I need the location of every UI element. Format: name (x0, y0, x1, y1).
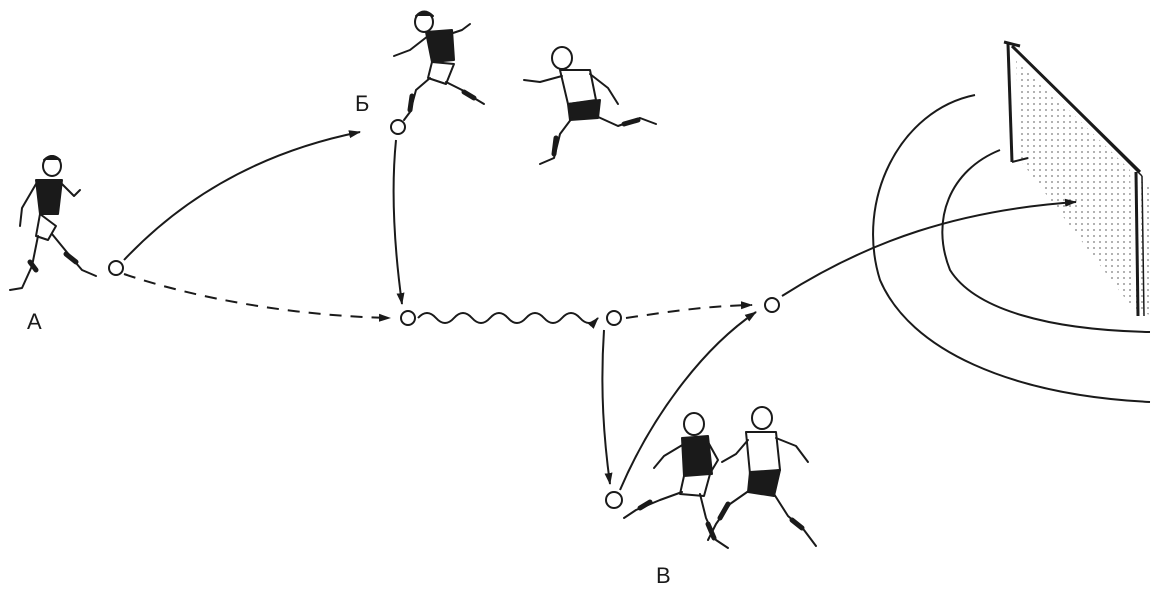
shot-on-goal (781, 198, 1077, 297)
ball-markers (108, 119, 780, 509)
ball-marker-dribble-end (606, 310, 622, 326)
player-b-icon (393, 10, 485, 121)
goal-area-arc (941, 149, 1151, 333)
label-v: В (656, 563, 671, 588)
defender-lower-icon (707, 406, 817, 547)
pass-paths (123, 130, 1077, 491)
goal-far-post (1134, 171, 1140, 317)
ball-marker-a (108, 260, 124, 276)
ball-marker-b (390, 119, 406, 135)
ball-marker-right (764, 297, 780, 313)
defender-upper-icon (523, 46, 657, 165)
pass-v-up (619, 311, 757, 491)
dashed-pass-mid (625, 301, 753, 319)
label-b: Б (355, 91, 370, 116)
goal-net (1016, 58, 1134, 310)
goal (1003, 40, 1152, 317)
dribble-wavy-line (417, 312, 599, 329)
pass-a-to-b (123, 130, 361, 261)
ball-marker-center (400, 310, 416, 326)
pass-to-v (601, 329, 613, 485)
goal-near-post (1006, 43, 1014, 163)
goal-area (872, 94, 1151, 403)
dashed-pass-a (123, 273, 391, 322)
ball-marker-v (605, 491, 623, 509)
pass-b-down (392, 139, 405, 305)
player-v-icon (623, 412, 729, 549)
penalty-area-arc (872, 94, 1151, 403)
label-a: А (27, 309, 42, 334)
player-a-icon (9, 155, 97, 291)
